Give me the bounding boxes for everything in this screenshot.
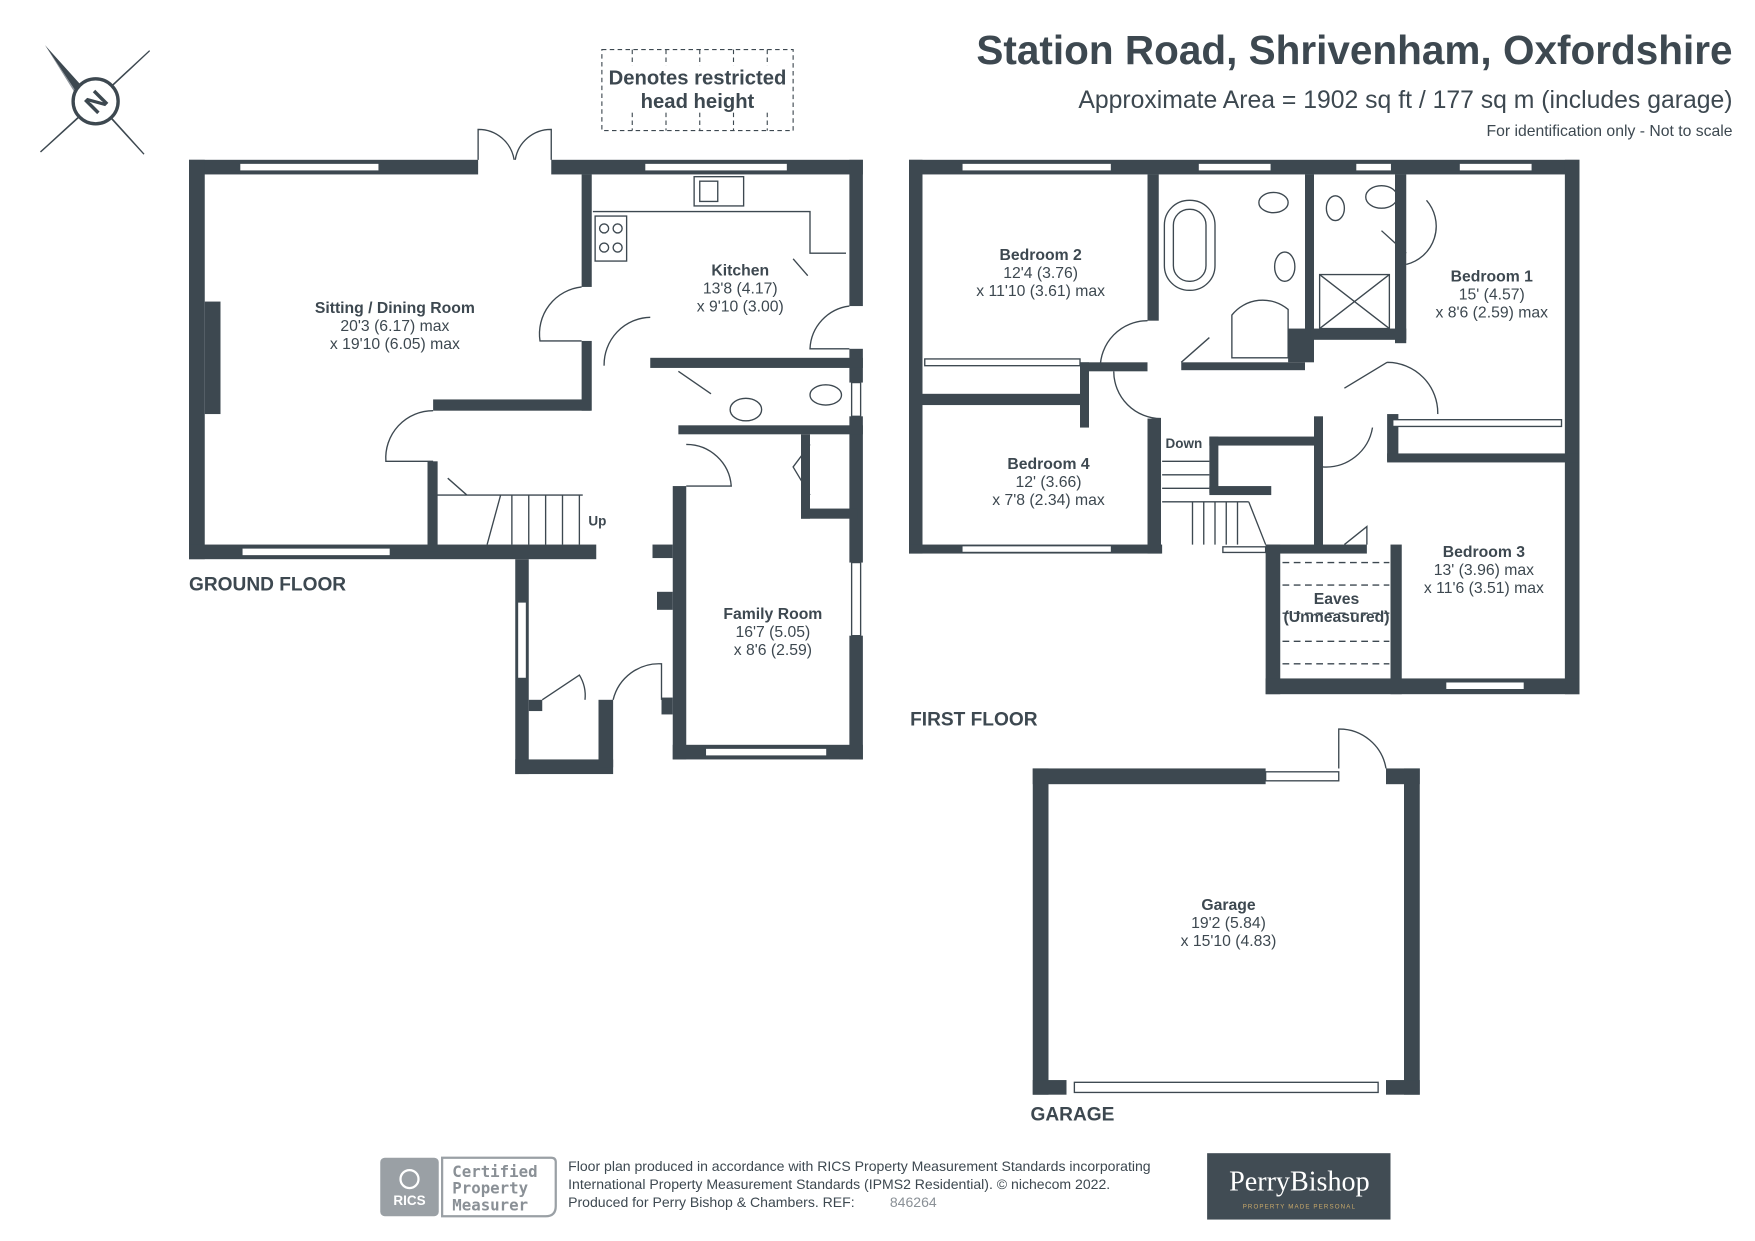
compass-icon: N bbox=[40, 45, 151, 155]
restricted-height-legend: Denotes restricted head height bbox=[601, 48, 794, 132]
stairs-down-label: Down bbox=[1166, 436, 1203, 451]
rics-lion-icon bbox=[399, 1168, 420, 1190]
room-dimension: (Unmeasured) bbox=[1284, 609, 1390, 626]
room-dimension: x 8'6 (2.59) max bbox=[1436, 304, 1549, 321]
ground-floor-windows bbox=[238, 162, 862, 757]
room-dimension: 20'3 (6.17) max bbox=[340, 318, 449, 335]
room-name: Bedroom 4 bbox=[1007, 456, 1090, 473]
room-dimension: 13' (3.96) max bbox=[1434, 562, 1534, 579]
room-dimension: x 8'6 (2.59) bbox=[734, 642, 812, 659]
approximate-area: Approximate Area = 1902 sq ft / 177 sq m… bbox=[1078, 87, 1732, 114]
disclaimer: For identification only - Not to scale bbox=[1487, 123, 1733, 140]
garage-label: GARAGE bbox=[1031, 1105, 1115, 1126]
footer-text-line1: Floor plan produced in accordance with R… bbox=[568, 1158, 1150, 1174]
room-dimension: x 9'10 (3.00) bbox=[697, 299, 784, 316]
brand-name: PerryBishop bbox=[1229, 1166, 1370, 1197]
footer-ref: 846264 bbox=[890, 1194, 937, 1210]
ground-floor-walls bbox=[189, 159, 863, 775]
legend-line2: head height bbox=[641, 91, 755, 113]
footer-text-line2: International Property Measurement Stand… bbox=[568, 1176, 1110, 1192]
page-title: Station Road, Shrivenham, Oxfordshire bbox=[976, 27, 1732, 73]
legend-line1: Denotes restricted bbox=[609, 67, 787, 89]
room-dimension: x 7'8 (2.34) max bbox=[992, 492, 1105, 509]
room-name: Bedroom 1 bbox=[1451, 268, 1534, 285]
room-dimension: x 11'6 (3.51) max bbox=[1424, 580, 1544, 597]
ground-floor-label: GROUND FLOOR bbox=[189, 575, 346, 596]
room-dimension: 16'7 (5.05) bbox=[735, 624, 810, 641]
room-dimension: 13'8 (4.17) bbox=[703, 281, 778, 298]
stairs-up-label: Up bbox=[588, 513, 606, 528]
room-dimension: x 19'10 (6.05) max bbox=[330, 336, 460, 353]
room-name: Eaves bbox=[1314, 591, 1360, 608]
room-dimension: 19'2 (5.84) bbox=[1191, 915, 1266, 932]
room-name: Garage bbox=[1201, 897, 1256, 914]
room-dimension: x 11'10 (3.61) max bbox=[976, 283, 1105, 300]
first-floor-doors bbox=[1099, 185, 1439, 665]
room-name: Sitting / Dining Room bbox=[315, 300, 475, 317]
brand-tagline: PROPERTY MADE PERSONAL bbox=[1243, 1203, 1356, 1210]
badge-line1: Certified bbox=[452, 1162, 537, 1181]
room-dimension: 12' (3.66) bbox=[1015, 474, 1081, 491]
room-dimension: 12'4 (3.76) bbox=[1003, 265, 1078, 282]
rics-badge: RICS Certified Property Measurer bbox=[380, 1156, 557, 1218]
badge-line3: Measurer bbox=[452, 1196, 528, 1215]
footer-text-line3: Produced for Perry Bishop & Chambers. RE… bbox=[568, 1194, 855, 1210]
garage-walls bbox=[1032, 728, 1420, 1095]
first-floor-windows bbox=[924, 162, 1563, 691]
room-name: Kitchen bbox=[711, 263, 769, 280]
first-floor-label: FIRST FLOOR bbox=[910, 710, 1038, 731]
badge-line2: Property bbox=[452, 1179, 528, 1198]
perry-bishop-logo: PerryBishop PROPERTY MADE PERSONAL bbox=[1207, 1153, 1391, 1220]
room-name: Bedroom 2 bbox=[999, 247, 1082, 264]
room-dimension: 15' (4.57) bbox=[1459, 286, 1525, 303]
room-name: Bedroom 3 bbox=[1443, 544, 1526, 561]
ground-floor-doors bbox=[385, 128, 850, 701]
room-name: Family Room bbox=[723, 606, 822, 623]
rics-logo-text: RICS bbox=[393, 1193, 425, 1208]
room-dimension: x 15'10 (4.83) bbox=[1181, 933, 1277, 950]
